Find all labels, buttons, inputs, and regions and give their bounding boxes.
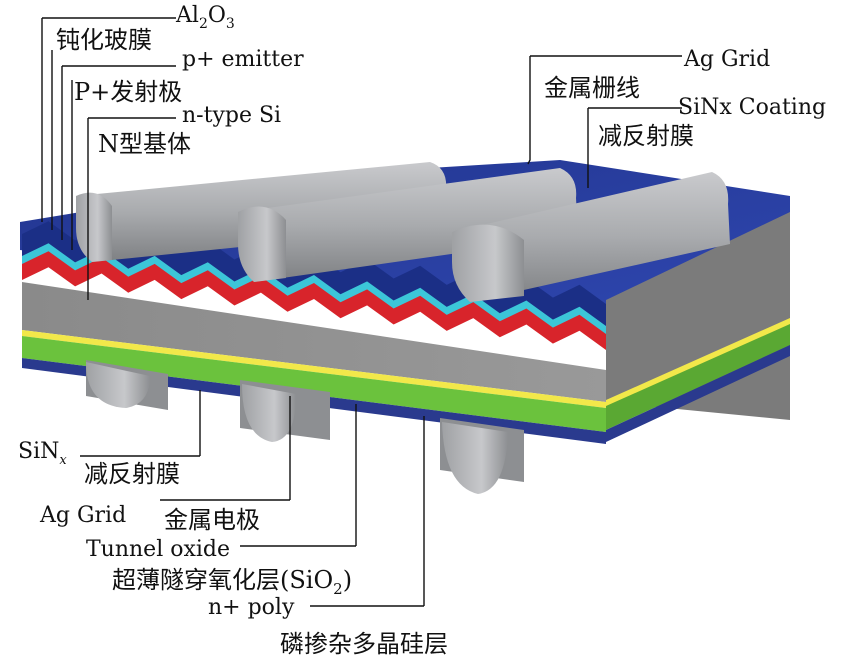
label-n-type-si: n-type Si: [182, 103, 281, 128]
label-ag-grid-bottom: Ag Grid: [39, 503, 126, 528]
label-tunnel-oxide: Tunnel oxide: [86, 537, 230, 562]
rear-ag-fingers: [86, 360, 524, 494]
label-ag-grid-top: Ag Grid: [683, 47, 770, 72]
label-ag-grid-bottom-cn: 金属电极: [164, 506, 260, 534]
label-sinx-bottom: SiNx: [18, 439, 67, 468]
label-sinx-bottom-cn: 减反射膜: [84, 460, 180, 488]
front-n-poly: [22, 336, 606, 432]
rear-finger-2: [240, 380, 330, 442]
label-n-poly-cn: 磷掺杂多晶硅层: [280, 630, 448, 658]
label-al2o3: Al2O3: [175, 3, 235, 32]
label-n-base-cn: N型基体: [98, 130, 191, 158]
leader-lines: [41, 17, 682, 607]
label-tunnel-oxide-cn: 超薄隧穿氧化层(SiO2): [112, 566, 352, 598]
label-ag-grid-top-cn: 金属栅线: [544, 74, 640, 102]
top-finger-3: [452, 172, 730, 302]
labels: Al2O3 钝化玻膜 p+ emitter P+发射极 n-type Si N型…: [18, 3, 826, 658]
label-sinx-coating-cn: 减反射膜: [598, 122, 694, 150]
silicon-front-face: [22, 282, 606, 402]
top-ag-fingers: [76, 162, 730, 302]
front-red-emitter: [22, 251, 606, 350]
top-finger-2: [238, 168, 578, 282]
rear-finger-1: [86, 360, 168, 410]
right-side-green: [606, 322, 790, 430]
right-side-yellow: [606, 318, 790, 406]
rear-finger-3: [440, 418, 524, 494]
right-side-bottom: [606, 345, 790, 442]
front-tunnel-oxide: [22, 330, 606, 408]
label-sinx-coating: SiNx Coating: [678, 95, 826, 120]
label-n-poly: n+ poly: [208, 595, 295, 620]
label-passivation-cn: 钝化玻膜: [56, 26, 152, 54]
label-p-emitter-cn: P+发射极: [74, 78, 182, 106]
label-p-emitter: p+ emitter: [182, 47, 304, 72]
